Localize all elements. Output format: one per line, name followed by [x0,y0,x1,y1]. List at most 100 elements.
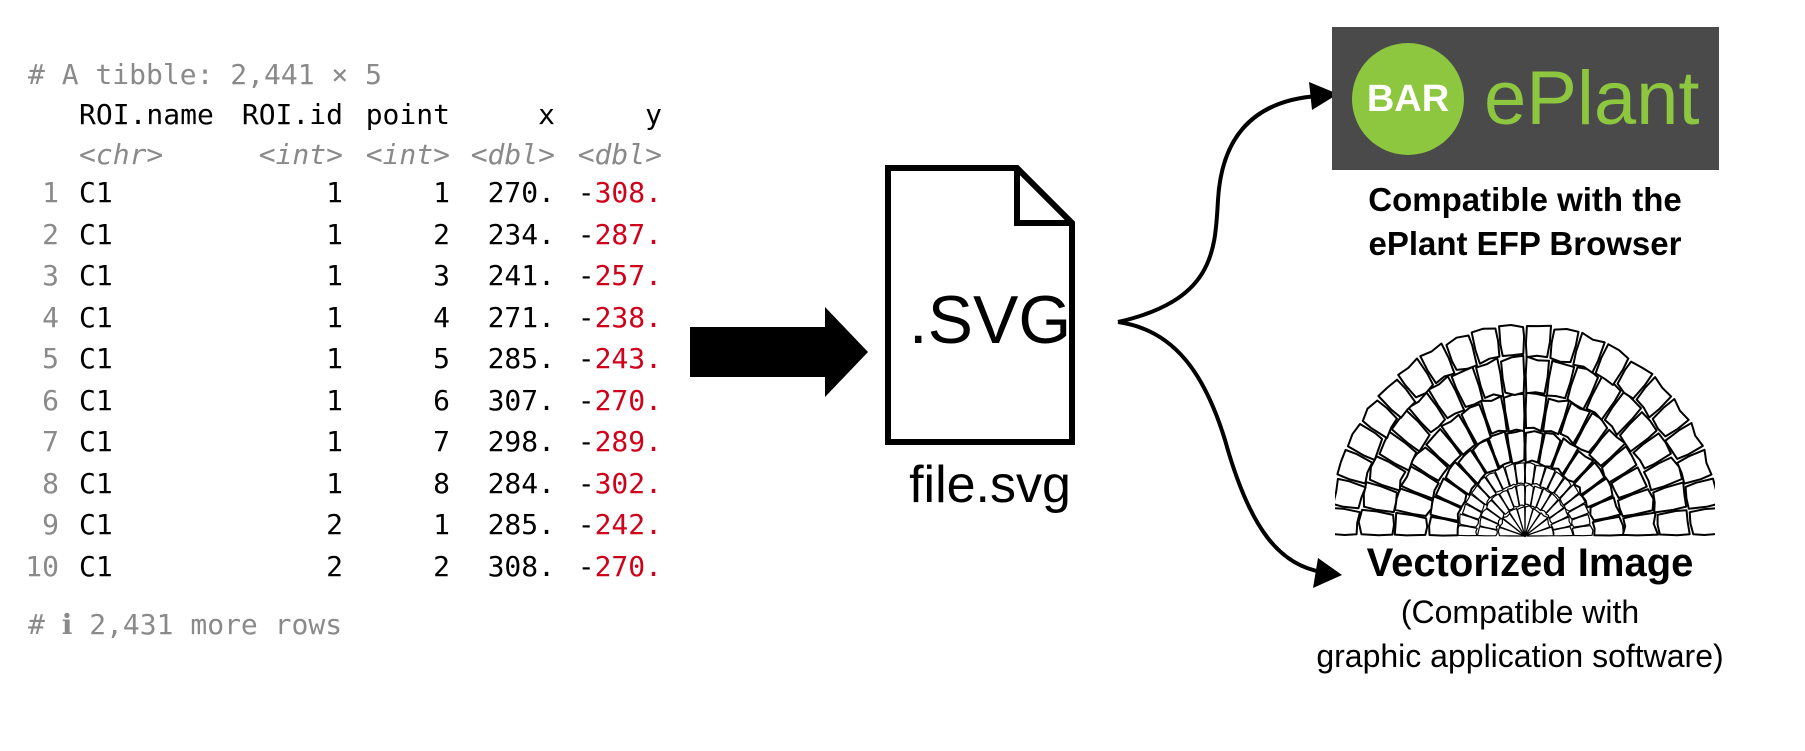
arrowhead-icon [1309,82,1338,110]
cell-roi-name: C1 [79,259,113,292]
cell-polygon [1616,360,1654,400]
cell-point: 1 [433,508,450,541]
vectorized-subtitle-line2: graphic application software) [1316,638,1724,674]
cell-y-sign: - [577,217,595,251]
cell-polygon [1540,492,1559,514]
column-type: <chr> [79,138,164,171]
vectorized-subtitle: (Compatible with graphic application sof… [1260,590,1780,678]
cell-roi-id: 1 [326,300,343,334]
cell-polygon [1461,503,1482,520]
cell-polygon [1632,432,1672,470]
right-arrow-icon [690,307,868,397]
cell-y-value: 243. [594,342,662,375]
column-header: ROI.id [241,98,343,131]
cell-x: 284. [487,466,555,500]
cell-polygon [1434,477,1468,508]
bar-badge: BAR [1352,43,1464,155]
cell-polygon [1567,503,1590,520]
cell-roi-name: C1 [79,425,113,458]
cell-polygon [1539,466,1556,490]
tibble-footer: # ℹ 2,431 more rows [28,608,343,641]
cell-roi-id: 1 [326,425,343,458]
cell-polygon [1477,476,1497,499]
cell-y-sign: - [577,383,595,417]
cell-roi-id: 2 [326,549,343,583]
cell-polygon [1524,483,1535,507]
cell-polygon [1393,511,1429,537]
cell-roi-name: C1 [79,508,113,541]
cell-polygon [1470,327,1501,365]
cell-y-value: 242. [594,508,662,541]
cell-roi-id: 1 [326,176,343,209]
cell-roi-name: C1 [79,549,113,583]
cell-polygon [1549,507,1569,525]
cell-polygon [1619,411,1658,453]
cell-polygon [1545,499,1565,519]
column-type: <dbl> [470,138,555,171]
cell-polygon [1676,448,1713,485]
cell-polygon [1547,471,1565,494]
tibble-output: # A tibble: 2,441 × 5 ROI.name<chr>ROI.i… [0,0,700,751]
cell-polygon [1585,375,1622,421]
cell-y-value: 257. [594,259,662,292]
cell-polygon [1652,481,1688,514]
cell-roi-name: C1 [79,383,113,417]
column-header: x [538,98,555,131]
cell-y: -243. [578,342,662,376]
cell-polygon [1524,355,1550,395]
cell-roi-id: 1 [326,259,343,292]
cell-point: 3 [433,259,450,292]
cell-y: -287. [578,218,662,252]
cell-y: -257. [578,259,662,293]
cell-polygon [1530,485,1544,509]
cell-y-sign: - [577,300,595,334]
cell-polygon [1549,328,1580,364]
cell-polygon [1502,392,1526,433]
cell-polygon [1499,489,1515,511]
cell-polygon [1617,488,1655,518]
cell-polygon [1506,485,1520,508]
cell-polygon [1610,466,1648,499]
cell-roi-name: C1 [79,300,113,334]
cell-y-value: 238. [594,300,662,334]
cell-point: 6 [433,383,450,417]
cell-x: 270. [487,176,555,209]
file-icon [885,165,1075,445]
cell-polygon [1479,516,1500,531]
vectorized-subtitle-line1: (Compatible with [1400,594,1640,630]
cell-polygon [1566,366,1599,411]
cell-roi-id: 1 [326,342,343,375]
cell-y-sign: - [577,342,595,375]
cell-polygon [1684,477,1715,510]
row-number: 6 [42,383,59,417]
curved-arrow-icon [1117,320,1323,574]
cell-polygon [1425,428,1462,468]
row-number: 10 [25,549,59,583]
eplant-caption-line1: Compatible with the [1368,181,1682,218]
row-number: 5 [42,342,59,375]
cell-polygon [1589,496,1622,522]
cell-y-sign: - [577,425,595,458]
cell-y: -270. [578,384,662,418]
cell-point: 5 [433,342,450,375]
cell-y: -302. [578,467,662,501]
cell-polygon [1594,343,1630,386]
cell-y-value: 270. [594,549,662,583]
cell-polygon [1476,526,1498,537]
cell-polygon [1494,465,1511,490]
cell-x: 241. [487,259,555,292]
cell-polygon [1552,526,1574,537]
cell-roi-name: C1 [79,342,113,375]
cell-roi-name: C1 [79,176,113,209]
cell-polygon [1538,432,1562,468]
cell-polygon [1664,422,1704,460]
cell-polygon [1515,484,1526,507]
cell-polygon [1571,525,1594,537]
cell-polygon [1635,376,1673,419]
column-type: <int> [258,138,343,171]
cell-polygon [1581,477,1614,509]
cell-polygon [1621,511,1659,537]
cell-polygon [1562,450,1595,484]
arrowhead-icon [1313,558,1342,588]
cell-polygon [1498,324,1526,357]
